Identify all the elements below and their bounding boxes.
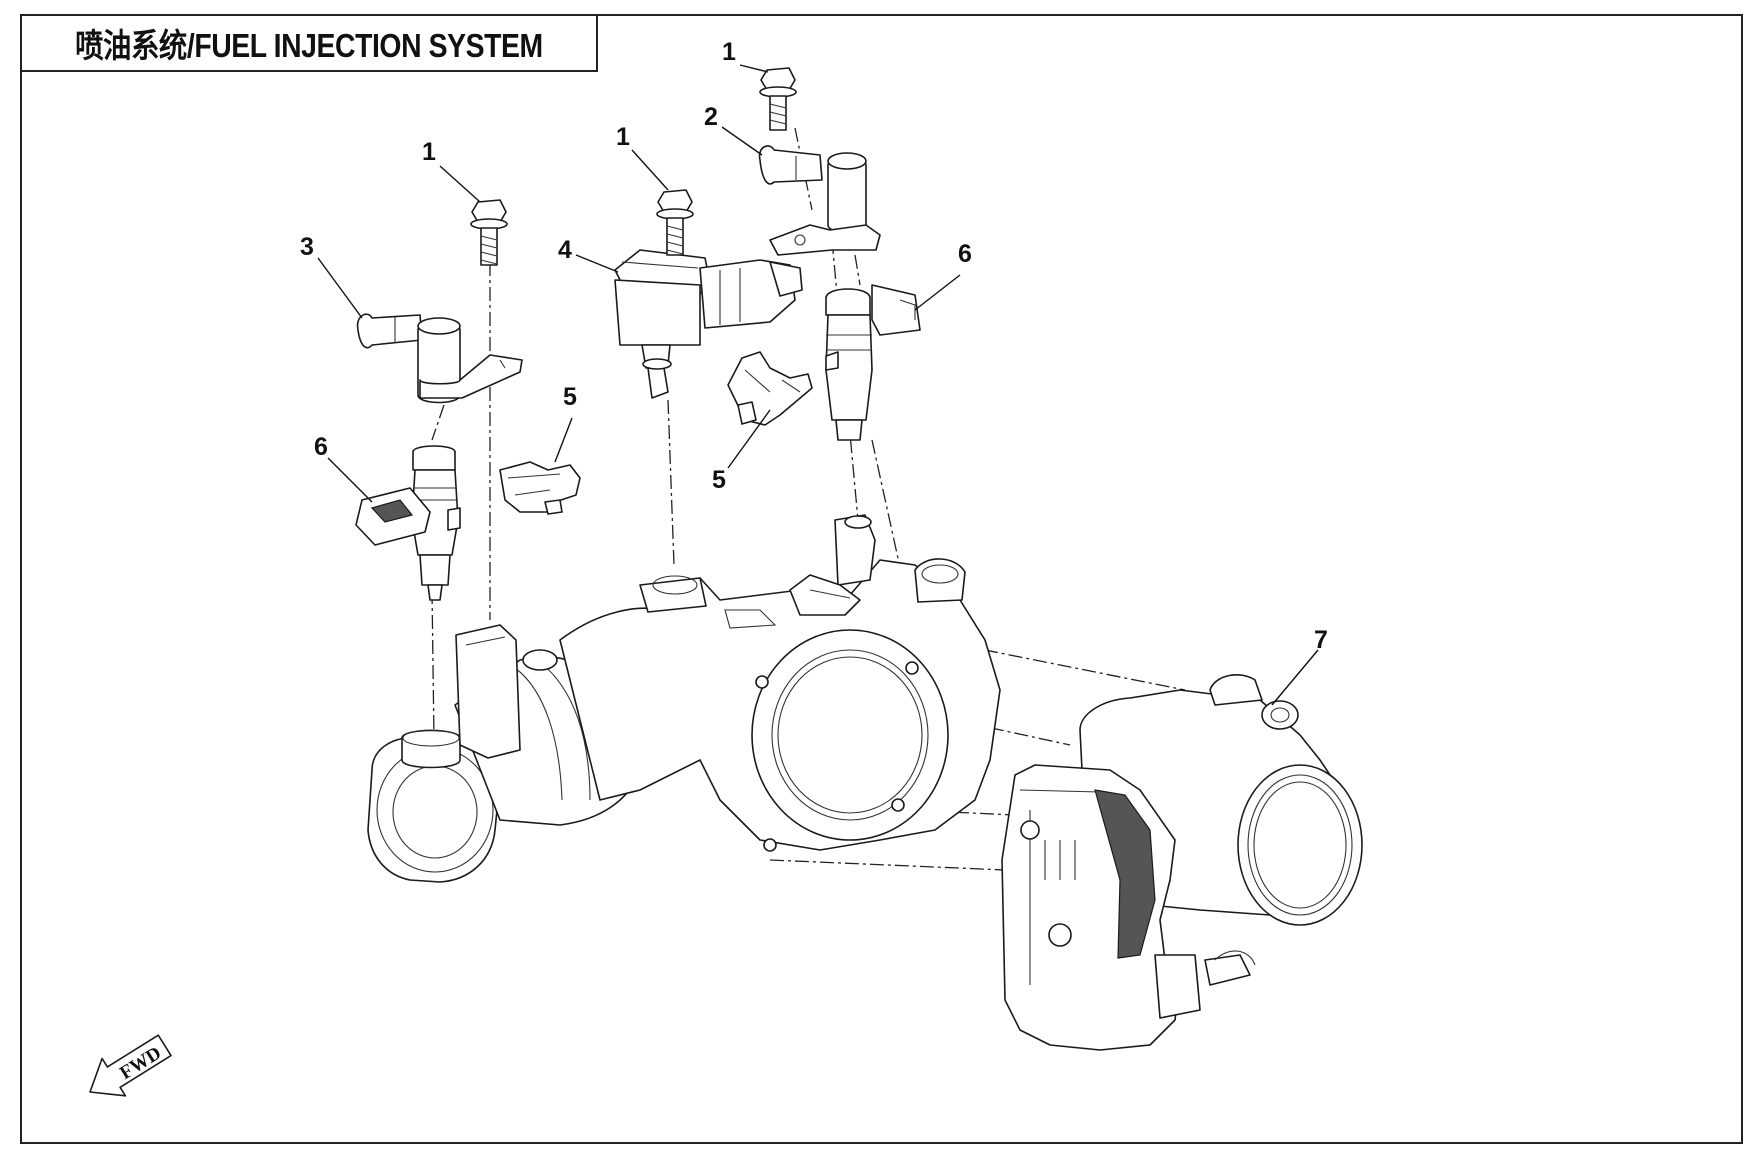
callout-1-left: 1 bbox=[422, 138, 436, 166]
retaining-clip-left bbox=[499, 461, 581, 515]
retaining-clip-right bbox=[727, 351, 813, 426]
callout-labels: 1 1 1 2 3 4 5 5 6 6 7 bbox=[300, 38, 1328, 654]
diagram-title: 喷油系统/FUEL INJECTION SYSTEM bbox=[75, 27, 543, 64]
title-block: 喷油系统/FUEL INJECTION SYSTEM bbox=[20, 14, 598, 72]
fuel-injector-right bbox=[825, 284, 921, 441]
callout-1-right: 1 bbox=[722, 38, 736, 66]
callout-6-left: 6 bbox=[314, 433, 328, 461]
callout-7: 7 bbox=[1314, 626, 1328, 654]
bolt-right bbox=[759, 67, 797, 131]
fuel-pipe-right bbox=[758, 145, 881, 256]
fuel-injector-left bbox=[355, 445, 461, 601]
manifold-body bbox=[559, 514, 1001, 852]
callout-4: 4 bbox=[558, 236, 572, 264]
callout-3: 3 bbox=[300, 233, 314, 261]
callout-2: 2 bbox=[704, 103, 718, 131]
throttle-body bbox=[1001, 674, 1363, 1051]
callout-1-middle: 1 bbox=[616, 123, 630, 151]
fwd-direction-arrow: FWD bbox=[89, 1034, 172, 1097]
fuel-pipe-left bbox=[356, 313, 523, 404]
callout-5-left: 5 bbox=[563, 383, 577, 411]
leader-lines bbox=[317, 64, 1319, 706]
bolt-left bbox=[470, 199, 508, 266]
map-sensor bbox=[614, 249, 803, 399]
bolt-middle bbox=[656, 189, 694, 256]
drawing-frame bbox=[20, 14, 1743, 1144]
callout-5-right: 5 bbox=[712, 466, 726, 494]
callout-6-right: 6 bbox=[958, 240, 972, 268]
